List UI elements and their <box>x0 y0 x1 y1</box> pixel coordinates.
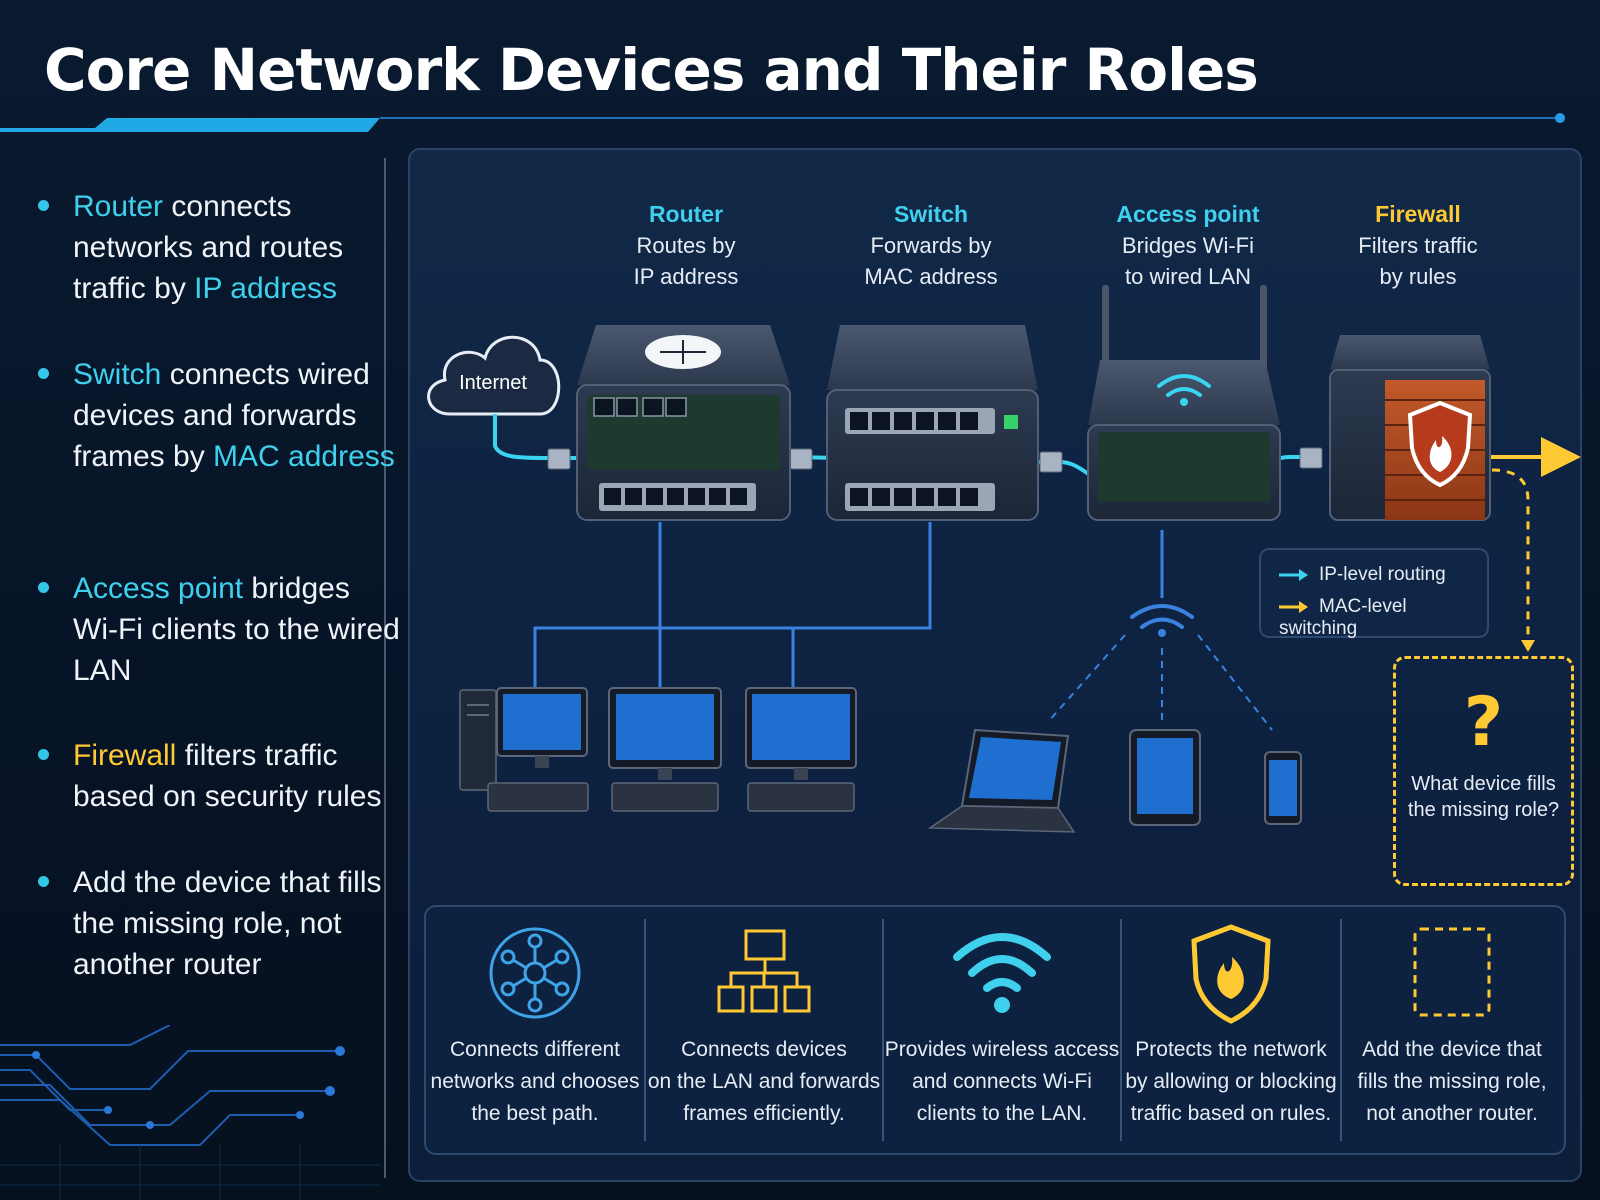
phone-icon <box>1264 751 1302 825</box>
network-diagram <box>427 285 1581 833</box>
cable-connectors <box>547 447 1323 473</box>
card-divider <box>882 919 884 1141</box>
dashed-square-icon <box>1413 927 1491 1017</box>
column-divider <box>384 158 386 1178</box>
bullet-dot <box>38 200 49 211</box>
bullet-dot <box>38 582 49 593</box>
wifi-signal-icon <box>1130 604 1194 629</box>
internet-label: Internet <box>459 372 527 394</box>
switch-caption: Switch Forwards by MAC address <box>864 201 998 289</box>
circuit-decoration <box>0 1025 380 1200</box>
router-hub-icon <box>489 927 581 1019</box>
legend: IP-level routing MAC-level switching <box>1259 548 1489 639</box>
missing-role-dashed-arrow <box>1491 468 1530 644</box>
wireless-dashed-links <box>1047 634 1273 731</box>
bullet-dot <box>38 876 49 887</box>
card-divider <box>644 919 646 1141</box>
missing-device-prompt: What device fills the missing role? <box>1407 773 1560 821</box>
bullet-dot <box>38 368 49 379</box>
missing-device-slot[interactable]: ? What device fills the missing role? <box>1393 656 1574 886</box>
bullet-firewall: Firewall filters traffic based on securi… <box>36 735 403 817</box>
access-point-caption: Access point Bridges Wi-Fi to wired LAN <box>1116 201 1260 289</box>
internet-cloud-icon <box>427 335 561 416</box>
bullet-access-point: Access point bridges Wi-Fi clients to th… <box>36 568 403 691</box>
bullet-dot <box>38 749 49 760</box>
tablet-icon <box>1129 729 1201 826</box>
question-mark-icon: ? <box>1463 683 1504 762</box>
legend-item-mac-switching: MAC-level switching <box>1279 596 1407 639</box>
desktop-monitor-icon <box>608 687 722 812</box>
switch-device-icon <box>826 325 1039 521</box>
firewall-caption: Firewall Filters traffic by rules <box>1358 201 1478 289</box>
bullet-missing-device: Add the device that fills the missing ro… <box>36 862 403 985</box>
card-divider <box>1340 919 1342 1141</box>
headline-rule <box>0 113 1565 132</box>
cyan-arrow-icon <box>1279 568 1308 581</box>
shield-flame-icon <box>1191 924 1271 1024</box>
firewall-device-icon <box>1329 335 1491 521</box>
desktop-tower-icon <box>459 689 497 791</box>
yellow-arrow-icon <box>1279 600 1308 613</box>
desktop-monitor-icon <box>487 687 589 812</box>
access-point-device-icon <box>1087 285 1281 521</box>
router-caption: Router Routes by IP address <box>633 201 739 289</box>
switch-tree-icon <box>717 929 811 1013</box>
lan-links <box>533 522 1164 695</box>
wifi-icon <box>953 933 1051 1013</box>
laptop-icon <box>927 728 1076 833</box>
card-divider <box>1120 919 1122 1141</box>
bullet-switch: Switch connects wired devices and forwar… <box>36 354 403 477</box>
legend-item-ip-routing: IP-level routing <box>1279 564 1446 586</box>
page-title: Core Network Devices and Their Roles <box>44 36 1259 104</box>
desktop-monitor-icon <box>745 687 857 812</box>
bullet-router: Router connects networks and routes traf… <box>36 186 403 309</box>
router-device-icon <box>576 325 791 521</box>
